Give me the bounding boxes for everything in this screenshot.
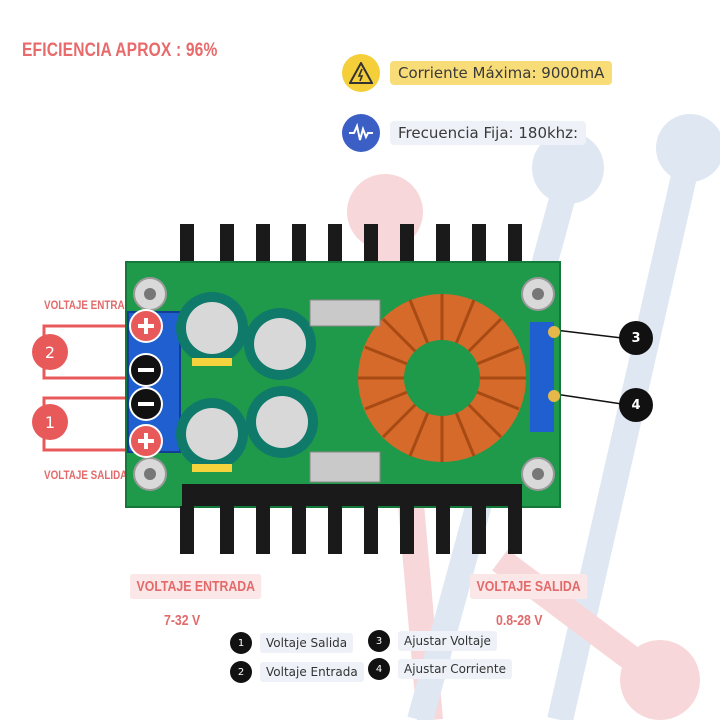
frequency-badge: Frecuencia Fija: 180khz: [342, 114, 587, 152]
pcb-board [125, 224, 561, 554]
bottom-input-label: VOLTAJE ENTRADA [130, 574, 262, 599]
left-output-label: VOLTAJE SALIDA [44, 468, 128, 482]
legend-item-3: 3 Ajustar Voltaje [368, 630, 497, 652]
callout-2: 2 [32, 334, 68, 370]
bottom-output-label: VOLTAJE SALIDA [470, 574, 588, 599]
left-input-label: VOLTAJE ENTRADA [44, 298, 139, 312]
current-badge: Corriente Máxima: 9000mA [342, 54, 613, 92]
current-label: Corriente Máxima: 9000mA [390, 61, 613, 85]
callout-4: 4 [619, 388, 653, 422]
legend-item-1: 1 Voltaje Salida [230, 632, 354, 654]
output-range: 0.8-28 V [496, 612, 543, 629]
legend-item-2: 2 Voltaje Entrada [230, 661, 364, 683]
wave-icon [342, 114, 380, 152]
legend-item-4: 4 Ajustar Corriente [368, 658, 512, 680]
warning-icon [342, 54, 380, 92]
efficiency-title: EFICIENCIA APROX : 96% [22, 40, 218, 61]
callout-3: 3 [619, 321, 653, 355]
callout-1: 1 [32, 404, 68, 440]
frequency-label: Frecuencia Fija: 180khz: [390, 121, 587, 145]
terminal-symbols [129, 309, 163, 458]
input-range: 7-32 V [164, 612, 201, 629]
